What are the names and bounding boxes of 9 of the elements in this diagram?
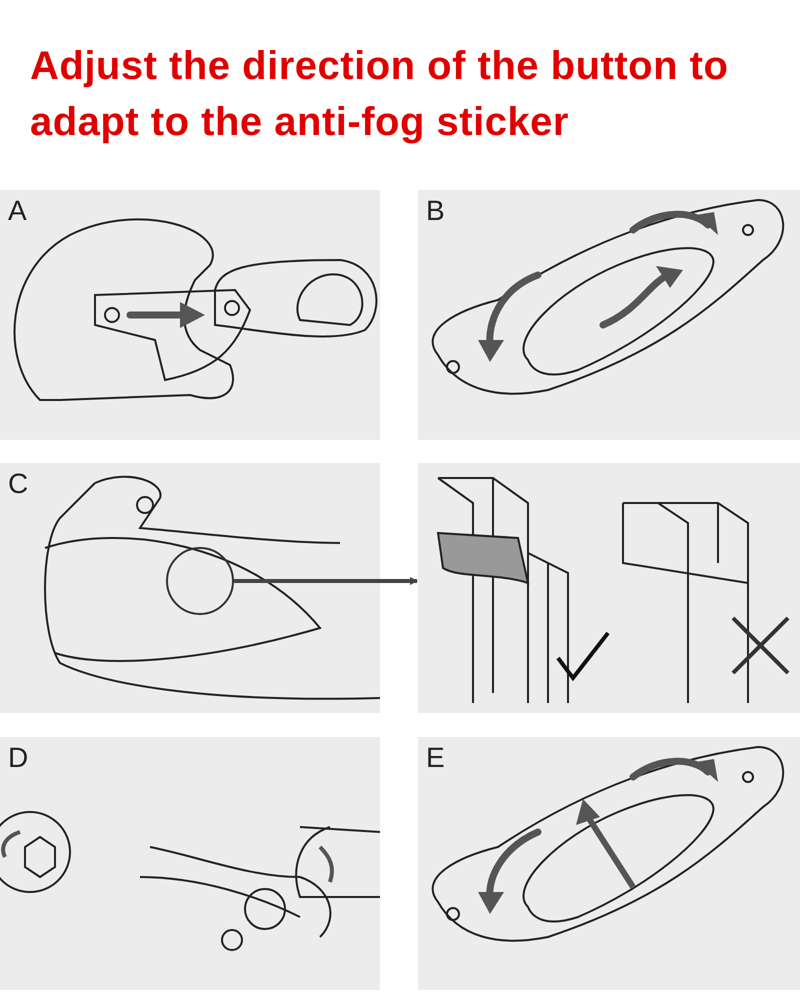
leader-line bbox=[234, 577, 418, 585]
panel-letter: E bbox=[426, 743, 445, 773]
title-text: Adjust the direction of the button to adapt to the anti-fog sticker bbox=[30, 43, 730, 146]
magnifier-circle bbox=[166, 547, 234, 615]
illustration-panel bbox=[418, 463, 800, 713]
panel-letter: A bbox=[8, 196, 27, 226]
panel-letter: C bbox=[8, 469, 28, 499]
panel-letter: D bbox=[8, 743, 28, 773]
panel-letter: B bbox=[426, 196, 445, 226]
